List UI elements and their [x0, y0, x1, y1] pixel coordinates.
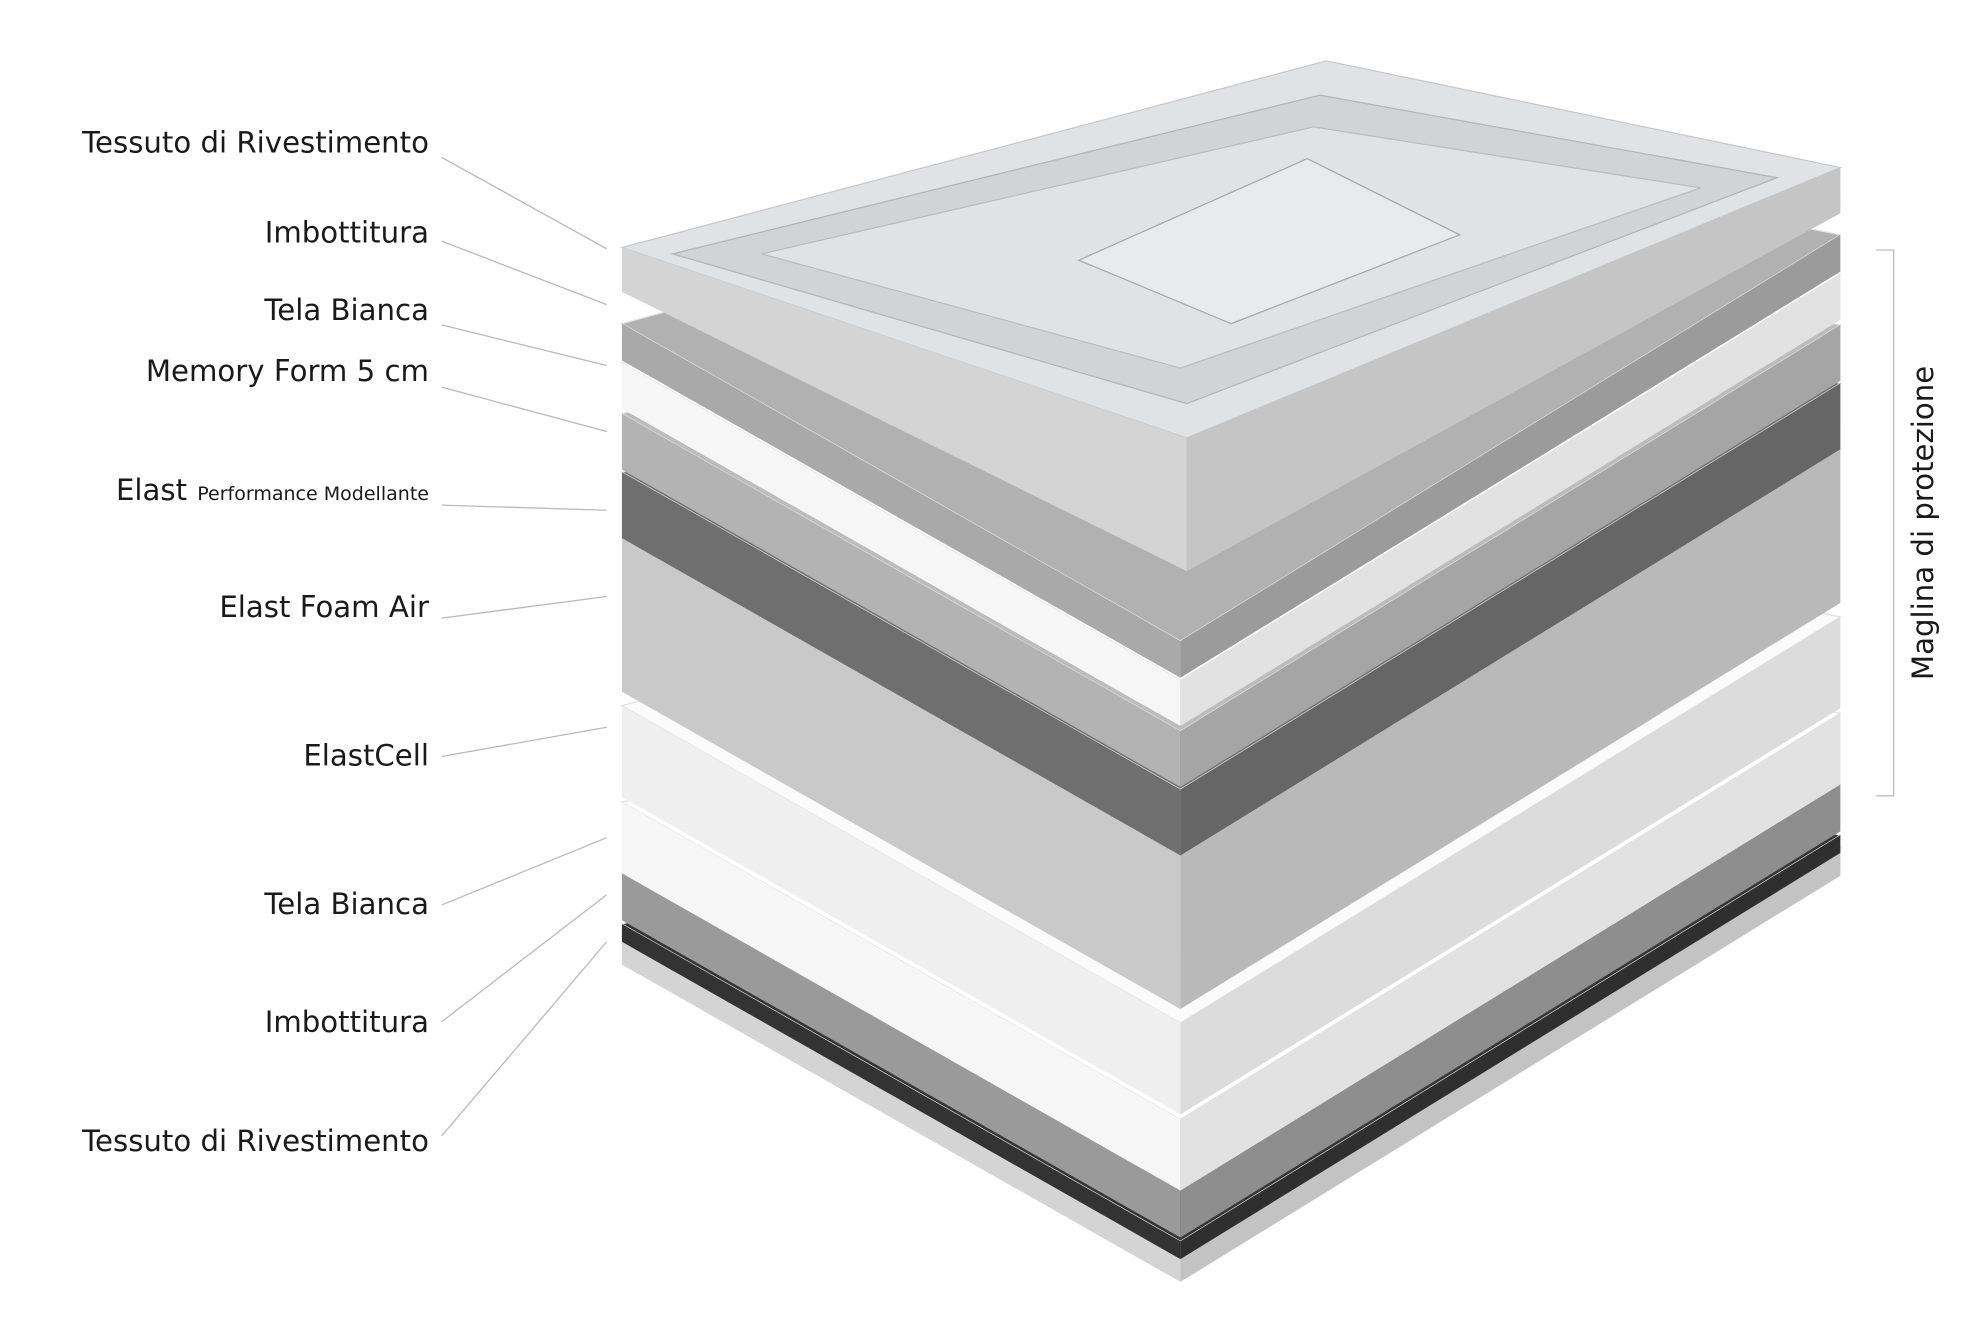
bracket-label: Maglina di protezione: [1906, 366, 1940, 680]
bottom-white-cloth-layer-right-side: [1180, 713, 1841, 1191]
bottom-white-cloth-layer-front-side: [621, 802, 1181, 1191]
protection-bracket: Maglina di protezione: [1875, 249, 1940, 797]
bottom-padding-layer-front-side: [621, 873, 1181, 1238]
label-elast: Elast: [116, 473, 187, 507]
elast-foam-air-layer-front-side: [621, 538, 1181, 1010]
top-cover-diamond: [1077, 157, 1462, 325]
elast-performance-layer-front-side: [621, 472, 1181, 856]
top-cover-front-side: [621, 247, 1187, 572]
top-cover-right-side: [1186, 167, 1841, 572]
label-top-cover-fabric: Tessuto di Rivestimento: [81, 125, 429, 159]
elastcell-layer-right-side: [1180, 616, 1841, 1115]
label-elast-performance: Elast Performance Modellante: [116, 473, 429, 507]
top-white-cloth-layer-front-side: [621, 363, 1181, 726]
elastcell-layer-front-side: [621, 705, 1181, 1115]
memory-foam-layer-right-side: [1180, 324, 1841, 787]
bottom-cover-layer-right-side: [1180, 847, 1841, 1282]
label-bottom-padding: Imbottitura: [265, 1005, 429, 1039]
label-top-padding: Imbottitura: [265, 215, 429, 249]
label-top-white-cloth: Tela Bianca: [263, 293, 429, 327]
bottom-dark-layer-right-side: [1180, 835, 1841, 1260]
label-bottom-cover-fabric: Tessuto di Rivestimento: [81, 1124, 429, 1158]
label-memory-foam: Memory Form 5 cm: [146, 354, 429, 388]
top-padding-layer-right-side: [1180, 234, 1841, 678]
elast-foam-air-layer-right-side: [1180, 449, 1841, 1010]
top-padding-layer-front-side: [621, 323, 1181, 678]
bottom-cover-layer-front-side: [621, 936, 1181, 1282]
label-elast-sub: Performance Modellante: [197, 483, 429, 505]
elast-performance-layer-right-side: [1180, 383, 1841, 856]
label-elast-foam-air: Elast Foam Air: [219, 590, 429, 624]
bottom-padding-layer-right-side: [1180, 784, 1841, 1238]
bottom-dark-layer-front-side: [621, 924, 1181, 1260]
label-bottom-white-cloth: Tela Bianca: [263, 887, 429, 921]
top-white-cloth-layer-right-side: [1180, 274, 1841, 726]
label-elastcell: ElastCell: [303, 738, 429, 772]
mattress-illustration: [619, 60, 1843, 1282]
memory-foam-layer-front-side: [621, 413, 1181, 787]
leader-lines: [441, 156, 608, 1137]
